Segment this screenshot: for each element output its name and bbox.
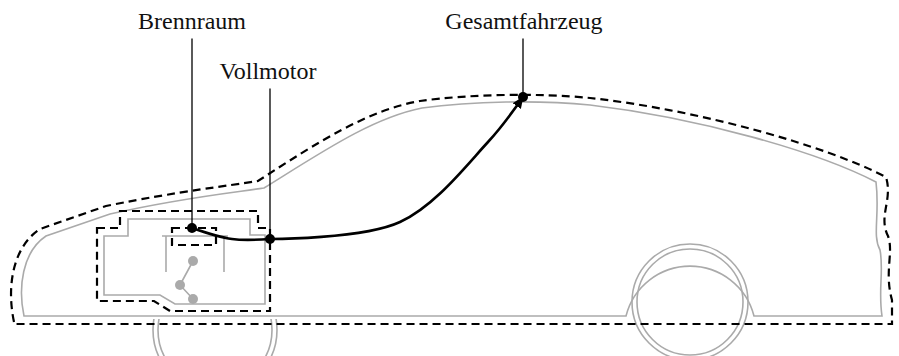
crank: [180, 261, 193, 299]
car-body: [22, 102, 882, 316]
crank-shaft: [188, 294, 198, 304]
boundary-point: [187, 223, 197, 233]
cylinder: [162, 236, 228, 272]
system-label: Vollmotor: [220, 58, 317, 84]
rear-wheel: [632, 244, 748, 356]
boundary-point: [265, 234, 275, 244]
boundary-line: [97, 211, 270, 311]
leader-line: [191, 38, 192, 228]
connector-arrow: [192, 228, 270, 240]
engine-block: [104, 219, 265, 304]
vehicle-boundary: BrennraumVollmotorGesamtfahrzeug: [8, 90, 898, 328]
boundary-point: [518, 92, 528, 102]
piston-pin: [188, 256, 198, 266]
system-label: Brennraum: [138, 8, 246, 34]
engine-boundary: BrennraumVollmotor: [96, 210, 274, 312]
leader-line: [269, 88, 270, 239]
connector-arrow: [270, 97, 523, 239]
boundary-line: [172, 228, 216, 245]
rear-wheel-rim: [637, 249, 743, 355]
combustion-chamber-boundary: Brennraum: [172, 228, 216, 245]
leader-line: [522, 38, 523, 97]
boundary-line: [11, 95, 892, 324]
crank-pin: [175, 280, 185, 290]
front-wheel-rim: [158, 319, 272, 356]
front-wheel: [153, 319, 277, 356]
system-label: Gesamtfahrzeug: [445, 8, 602, 34]
